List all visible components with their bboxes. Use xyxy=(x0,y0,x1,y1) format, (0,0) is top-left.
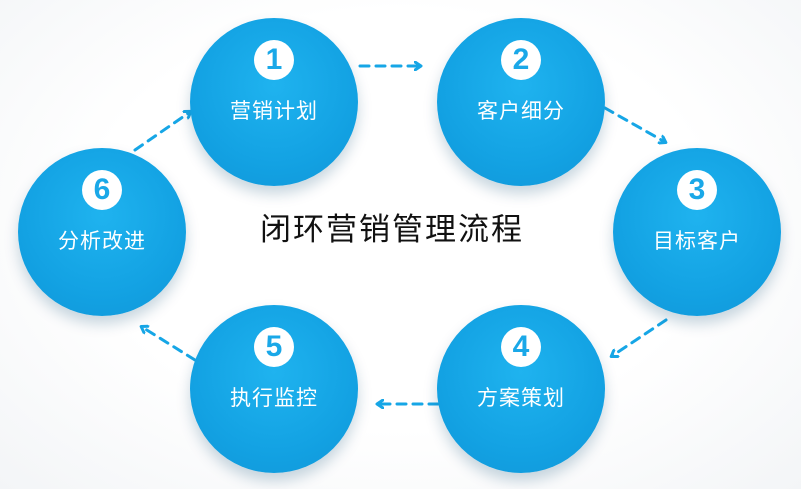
step-number: 1 xyxy=(254,40,294,80)
arrow-6-to-1 xyxy=(133,112,190,152)
step-number: 6 xyxy=(82,170,122,210)
step-1-marketing-plan: 1 营销计划 xyxy=(190,18,358,186)
step-3-target-customer: 3 目标客户 xyxy=(613,148,781,316)
step-2-customer-segmentation: 2 客户细分 xyxy=(437,18,605,186)
step-number: 3 xyxy=(677,170,717,210)
step-number: 5 xyxy=(254,327,294,367)
step-5-execution-monitoring: 5 执行监控 xyxy=(190,305,358,473)
arrow-5-to-6 xyxy=(142,327,197,362)
arrow-3-to-4 xyxy=(612,318,668,356)
step-label: 客户细分 xyxy=(477,99,565,123)
step-label: 营销计划 xyxy=(230,99,318,123)
step-4-solution-planning: 4 方案策划 xyxy=(437,305,605,473)
step-label: 目标客户 xyxy=(653,229,741,253)
step-label: 分析改进 xyxy=(58,229,146,253)
step-number: 4 xyxy=(501,327,541,367)
arrow-2-to-3 xyxy=(603,106,665,142)
step-6-analysis-improvement: 6 分析改进 xyxy=(18,148,186,316)
step-number: 2 xyxy=(501,40,541,80)
diagram-title: 闭环营销管理流程 xyxy=(260,212,524,248)
step-label: 方案策划 xyxy=(477,386,565,410)
step-label: 执行监控 xyxy=(230,386,318,410)
